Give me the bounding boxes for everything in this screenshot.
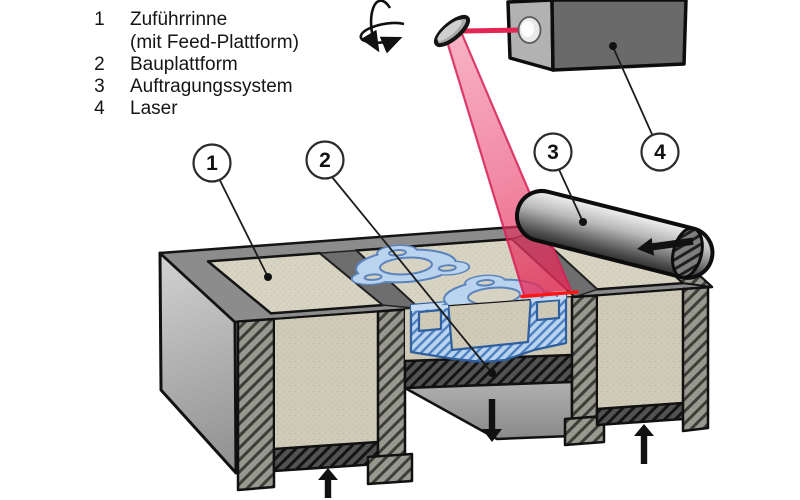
legend-row-2: (mit Feed-Plattform) <box>130 32 299 53</box>
recoater-roller <box>515 189 715 280</box>
legend-label: Bauplattform <box>130 54 238 75</box>
feed-right-up-arrow-icon <box>634 424 654 464</box>
right-chamber-powder-front <box>596 288 684 410</box>
callout-3-dot <box>579 218 587 226</box>
callout-1-dot <box>264 273 272 281</box>
platform-movement-arrows <box>318 399 654 498</box>
callout-3-circle <box>533 132 573 172</box>
rotation-arrow-horizontal-icon <box>359 21 405 54</box>
callout-1-circle <box>192 143 232 183</box>
divider-wall-2-foot <box>563 414 606 447</box>
legend-row-4: 3 Auftragungssystem <box>94 76 293 97</box>
legend-number: 3 <box>94 76 105 97</box>
laser-aperture-highlight <box>521 21 534 37</box>
legend-row-5: 4 Laser <box>94 98 178 119</box>
callout-4-dot <box>609 42 617 50</box>
callout-2-circle <box>305 140 345 180</box>
right-wall-cross-section <box>681 286 710 433</box>
part-top-view-flange <box>350 241 470 286</box>
callout-1-leader <box>218 179 269 278</box>
flange-bolt-hole <box>477 279 494 286</box>
flange-bolt-hole <box>364 274 381 281</box>
callout-4-leader <box>612 46 654 137</box>
callouts: 1 2 3 4 <box>192 42 680 377</box>
legend-row-1: 1 Zuführrinne <box>94 9 227 30</box>
feed-powder-surface-left <box>208 253 383 314</box>
callout-2-number: 2 <box>319 149 331 172</box>
flange-bolt-hole <box>439 265 456 272</box>
legend-number: 4 <box>94 98 105 119</box>
callout-4-number: 4 <box>654 141 666 164</box>
callout-2-leader <box>331 176 493 374</box>
scan-mirror-assembly <box>359 0 471 54</box>
callout-2-dot <box>488 369 496 377</box>
laser-output-beam <box>462 27 522 34</box>
laser-beam-edge-right <box>460 33 573 291</box>
feed-left-up-arrow-icon <box>318 468 338 498</box>
callout-3-leader <box>558 169 584 223</box>
left-wall-cross-section <box>236 317 276 492</box>
legend-row-3: 2 Bauplattform <box>94 54 238 75</box>
callout-1-number: 1 <box>206 152 218 175</box>
legend-label: (mit Feed-Plattform) <box>130 32 299 53</box>
laser-beam-edge-left <box>444 37 526 296</box>
divider-wall-2-cross-section <box>570 294 599 425</box>
rotation-arrow-vertical-icon <box>360 0 392 53</box>
divider-wall-1-foot <box>366 452 414 486</box>
callout-3-number: 3 <box>547 141 559 164</box>
legend-label: Laser <box>130 98 178 119</box>
divider-wall-1-cross-section <box>376 308 407 462</box>
part-cross-section <box>409 291 568 364</box>
legend-label: Auftragungssystem <box>130 76 293 97</box>
legend-number: 2 <box>94 54 105 75</box>
laser-box <box>462 0 688 72</box>
legend: 1 Zuführrinne (mit Feed-Plattform) 2 Bau… <box>94 9 299 119</box>
callout-4-circle <box>640 132 680 172</box>
laser-box-front-face <box>550 0 688 72</box>
build-down-arrow-icon <box>482 399 502 442</box>
scan-mirror-face <box>437 19 462 42</box>
laser-hit-line <box>520 290 579 299</box>
flange-bore-hole <box>379 256 432 276</box>
roller-direction-arrow <box>637 237 694 256</box>
left-chamber-powder-front <box>273 310 379 450</box>
legend-label: Zuführrinne <box>130 9 227 30</box>
legend-number: 1 <box>94 9 105 30</box>
